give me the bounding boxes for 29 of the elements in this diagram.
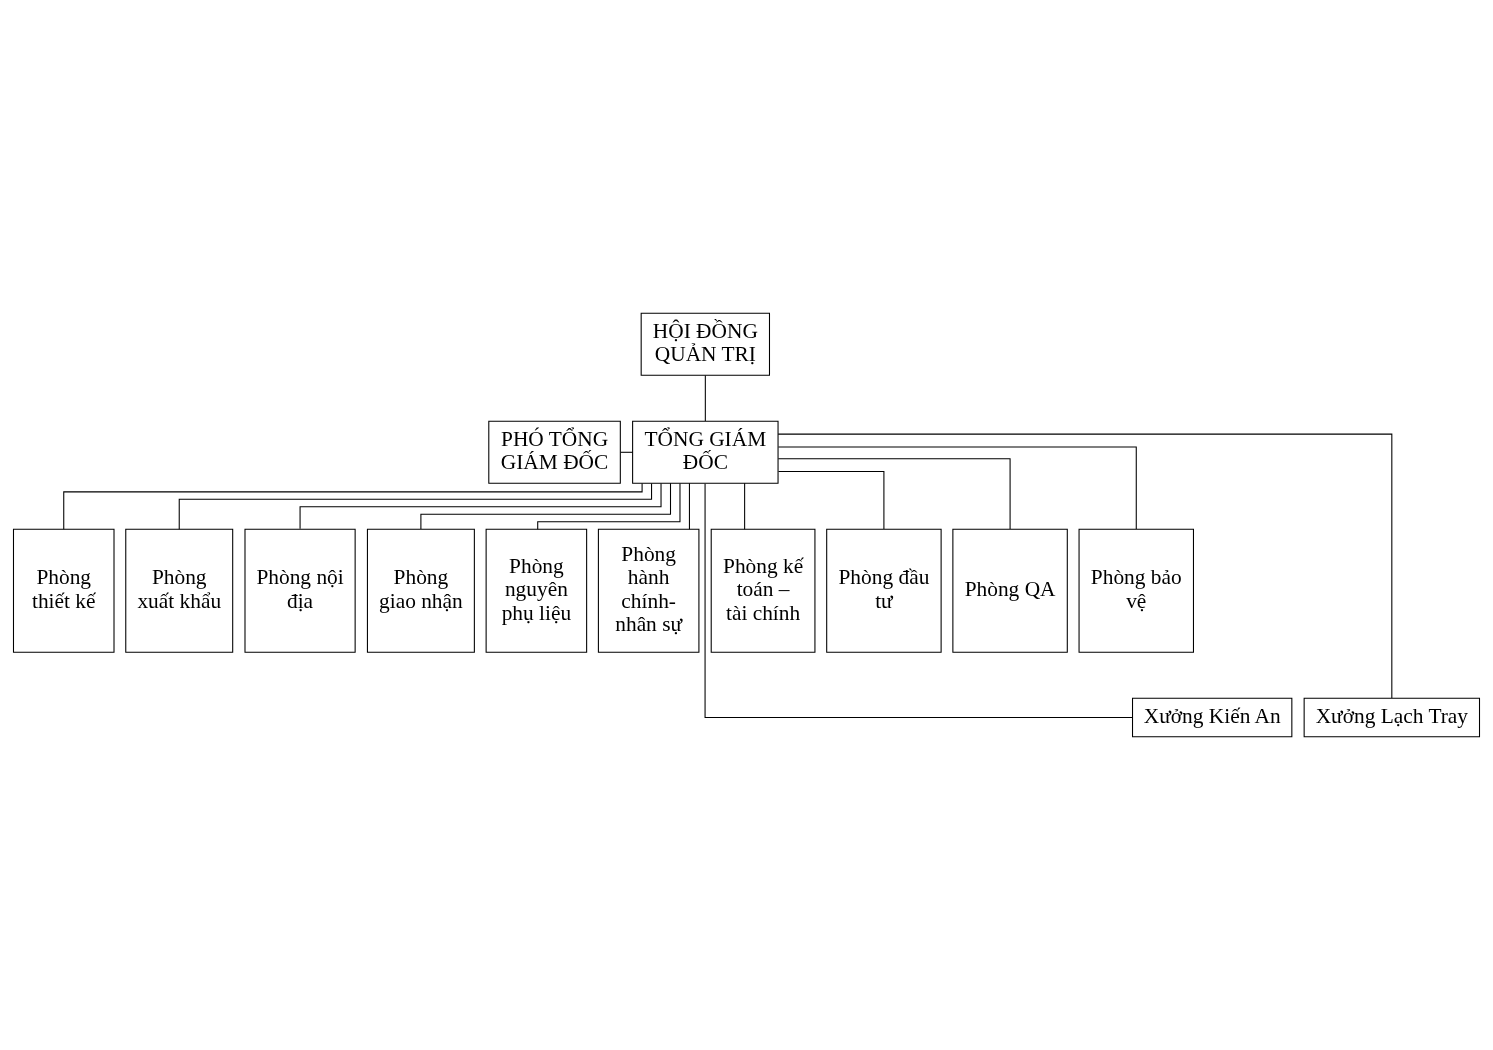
node-box: PHÓ TỔNG GIÁM ĐỐC (488, 420, 621, 484)
node-box: Phòng xuất khẩu (125, 528, 234, 653)
node-box: Phòng QA (952, 528, 1068, 653)
connector (420, 482, 672, 530)
node-box: Xưởng Lạch Tray (1303, 697, 1481, 738)
node-box: Phòng thiết kế (12, 528, 115, 653)
connector (777, 433, 1393, 699)
connector (777, 458, 1011, 530)
node-box: Phòng kế toán – tài chính (710, 528, 816, 653)
connector (744, 482, 746, 530)
node-box: Phòng giao nhận (366, 528, 475, 653)
connector (704, 483, 1133, 718)
connector (777, 446, 1137, 530)
node-box: HỘI ĐỒNG QUẢN TRỊ (640, 312, 771, 376)
connector (704, 375, 706, 422)
node-box: TỔNG GIÁM ĐỐC (632, 420, 779, 484)
node-box: Phòng hành chính-nhân sự (597, 528, 700, 653)
node-box: Phòng bảo vệ (1078, 528, 1194, 653)
connector (688, 482, 690, 530)
connector (63, 482, 643, 530)
connector (537, 482, 681, 530)
node-box: Phòng nguyên phụ liệu (485, 528, 588, 653)
connector (299, 482, 662, 530)
connector (178, 482, 653, 530)
node-box: Phòng đầu tư (826, 528, 942, 653)
connector (777, 471, 885, 530)
node-box: Phòng nội địa (244, 528, 356, 653)
connector (620, 451, 634, 453)
node-box: Xưởng Kiến An (1132, 697, 1293, 738)
